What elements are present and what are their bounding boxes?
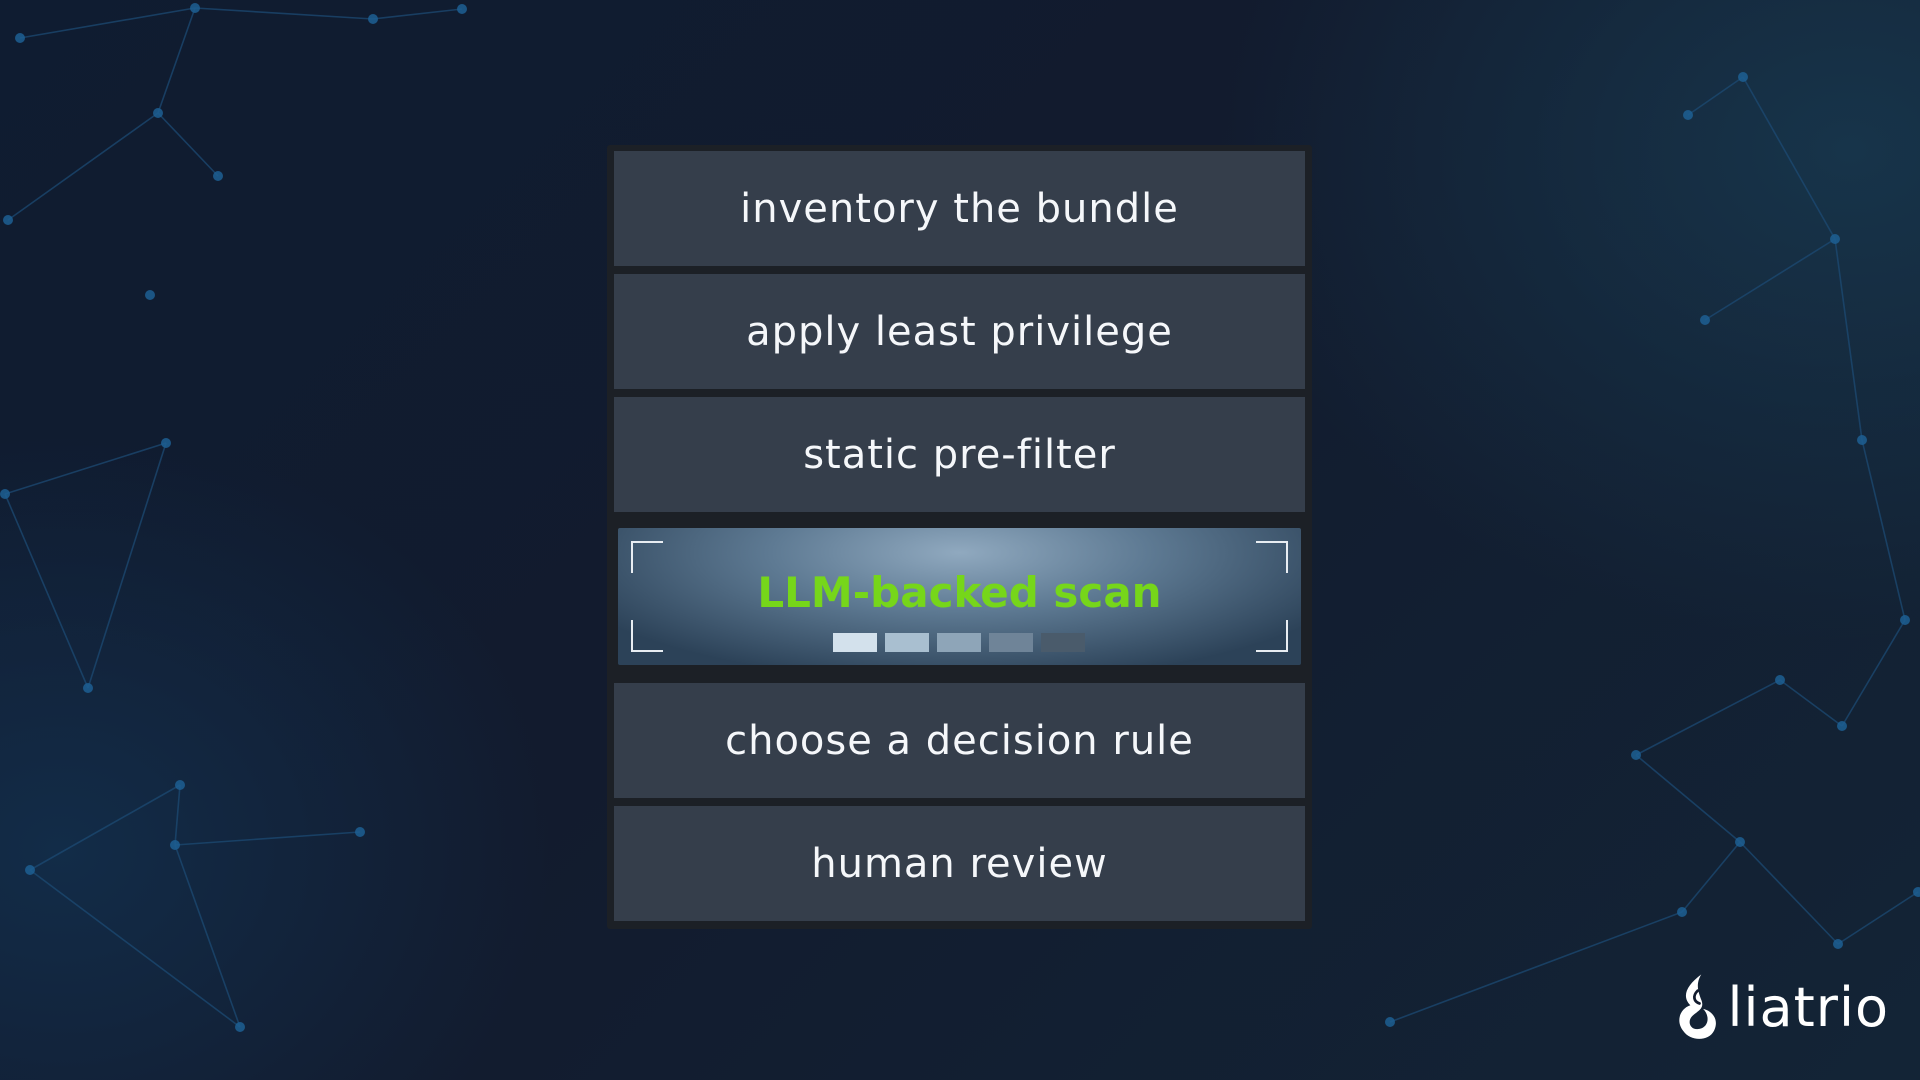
- step-label: human review: [811, 840, 1108, 887]
- step-inventory-the-bundle: inventory the bundle: [614, 151, 1305, 266]
- progress-segment: [937, 633, 981, 652]
- focus-corner-top-left: [631, 541, 663, 573]
- progress-segment: [833, 633, 877, 652]
- network-line: [174, 784, 181, 846]
- network-line: [29, 869, 241, 1028]
- network-node: [1830, 234, 1840, 244]
- progress-segment: [885, 633, 929, 652]
- network-line: [1779, 679, 1843, 727]
- network-node: [83, 683, 93, 693]
- liatrio-logo: liatrio: [1674, 968, 1889, 1048]
- network-line: [1837, 891, 1919, 945]
- network-line: [1389, 911, 1683, 1023]
- network-line: [157, 112, 219, 177]
- focus-corner-bottom-left: [631, 620, 663, 652]
- network-node: [1913, 887, 1920, 897]
- network-node: [1857, 435, 1867, 445]
- network-line: [372, 8, 463, 20]
- network-node: [1677, 907, 1687, 917]
- step-choose-a-decision-rule: choose a decision rule: [614, 683, 1305, 798]
- scan-progress-indicator: [833, 633, 1087, 652]
- network-line: [1742, 76, 1836, 240]
- network-line: [157, 7, 196, 114]
- progress-segment: [1041, 633, 1085, 652]
- focus-corner-bottom-right: [1256, 620, 1288, 652]
- liatrio-flame-icon: [1679, 974, 1716, 1039]
- network-node: [25, 865, 35, 875]
- network-line: [1834, 238, 1863, 441]
- network-line: [19, 7, 196, 39]
- network-line: [1861, 439, 1906, 621]
- network-node: [175, 780, 185, 790]
- network-node: [1700, 315, 1710, 325]
- network-line: [1635, 754, 1741, 843]
- network-line: [1687, 76, 1744, 116]
- network-line: [4, 493, 89, 689]
- active-step-label: LLM-backed scan: [757, 568, 1162, 617]
- network-node: [1735, 837, 1745, 847]
- network-line: [87, 442, 167, 689]
- network-node: [355, 827, 365, 837]
- network-line: [29, 784, 181, 871]
- network-line: [1739, 841, 1839, 945]
- network-line: [1681, 841, 1741, 913]
- network-node: [3, 215, 13, 225]
- network-node: [161, 438, 171, 448]
- step-label: inventory the bundle: [740, 185, 1179, 232]
- network-line: [1704, 238, 1836, 321]
- network-node: [213, 171, 223, 181]
- focus-corner-top-right: [1256, 541, 1288, 573]
- progress-segment: [989, 633, 1033, 652]
- network-node: [368, 14, 378, 24]
- network-node: [457, 4, 467, 14]
- step-apply-least-privilege: apply least privilege: [614, 274, 1305, 389]
- network-line: [4, 442, 167, 495]
- network-node: [1738, 72, 1748, 82]
- network-line: [194, 7, 374, 20]
- step-static-pre-filter: static pre-filter: [614, 397, 1305, 512]
- network-node: [235, 1022, 245, 1032]
- network-node: [1683, 110, 1693, 120]
- network-line: [174, 831, 361, 846]
- network-node: [1631, 750, 1641, 760]
- network-node: [15, 33, 25, 43]
- pipeline-stack: inventory the bundle apply least privile…: [607, 145, 1312, 929]
- network-node: [190, 3, 200, 13]
- network-node: [1775, 675, 1785, 685]
- network-line: [174, 844, 241, 1028]
- step-label: apply least privilege: [746, 308, 1173, 355]
- network-line: [1841, 619, 1906, 727]
- step-human-review: human review: [614, 806, 1305, 921]
- logo-wordmark: liatrio: [1727, 976, 1889, 1039]
- step-label: choose a decision rule: [725, 717, 1194, 764]
- network-node: [1833, 939, 1843, 949]
- step-label: static pre-filter: [803, 431, 1116, 478]
- step-llm-backed-scan-active: LLM-backed scan: [618, 528, 1301, 665]
- network-node: [170, 840, 180, 850]
- network-line: [7, 112, 159, 221]
- network-node: [0, 489, 10, 499]
- network-node: [153, 108, 163, 118]
- network-node: [1385, 1017, 1395, 1027]
- network-node: [1900, 615, 1910, 625]
- network-node: [1837, 721, 1847, 731]
- network-node: [145, 290, 155, 300]
- network-line: [1635, 679, 1781, 756]
